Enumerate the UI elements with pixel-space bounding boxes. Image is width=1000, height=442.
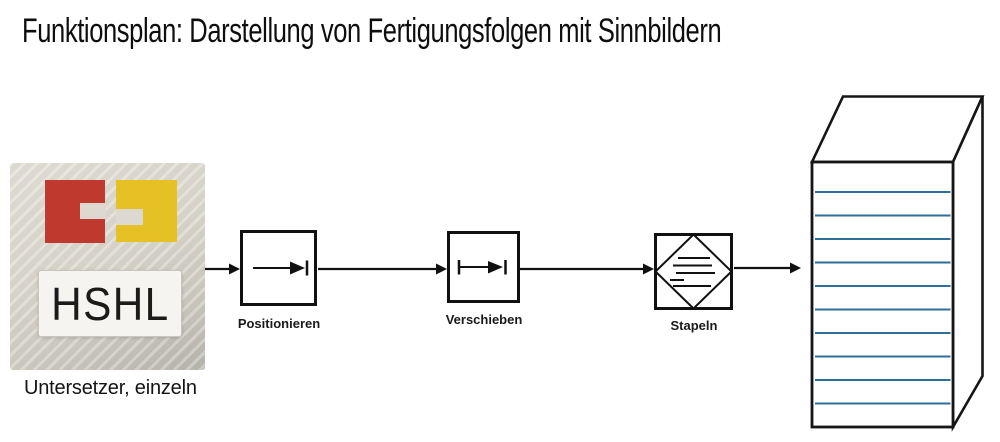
arrow-between-stops-icon bbox=[457, 260, 507, 275]
step-box-verschieben bbox=[447, 231, 520, 303]
step-label-stapeln: Stapeln bbox=[670, 318, 718, 333]
photo-caption: Untersetzer, einzeln bbox=[24, 377, 197, 399]
logo-notch-yellow bbox=[116, 209, 143, 225]
hshl-label-text: HSHL bbox=[50, 277, 170, 330]
step-label-positionieren: Positionieren bbox=[237, 316, 321, 331]
flow-arrow bbox=[318, 263, 447, 275]
hshl-label-plate: HSHL bbox=[38, 270, 182, 337]
step-box-stapeln bbox=[654, 233, 733, 310]
flow-arrow bbox=[734, 262, 801, 274]
step-box-positionieren bbox=[240, 230, 317, 306]
flow-arrow bbox=[520, 263, 654, 275]
arrow-to-stop-icon bbox=[253, 260, 309, 276]
page-title: Funktionsplan: Darstellung von Fertigung… bbox=[22, 12, 722, 50]
flow-arrow bbox=[205, 263, 240, 275]
logo-notch-red bbox=[80, 203, 106, 219]
step-label-verschieben: Verschieben bbox=[445, 312, 523, 327]
product-photo: HSHL bbox=[10, 163, 205, 370]
stack-3d bbox=[809, 95, 985, 432]
stack-layer-lines bbox=[815, 191, 951, 405]
stack-front-face bbox=[810, 160, 955, 429]
diamond-stack-icon bbox=[654, 233, 733, 310]
